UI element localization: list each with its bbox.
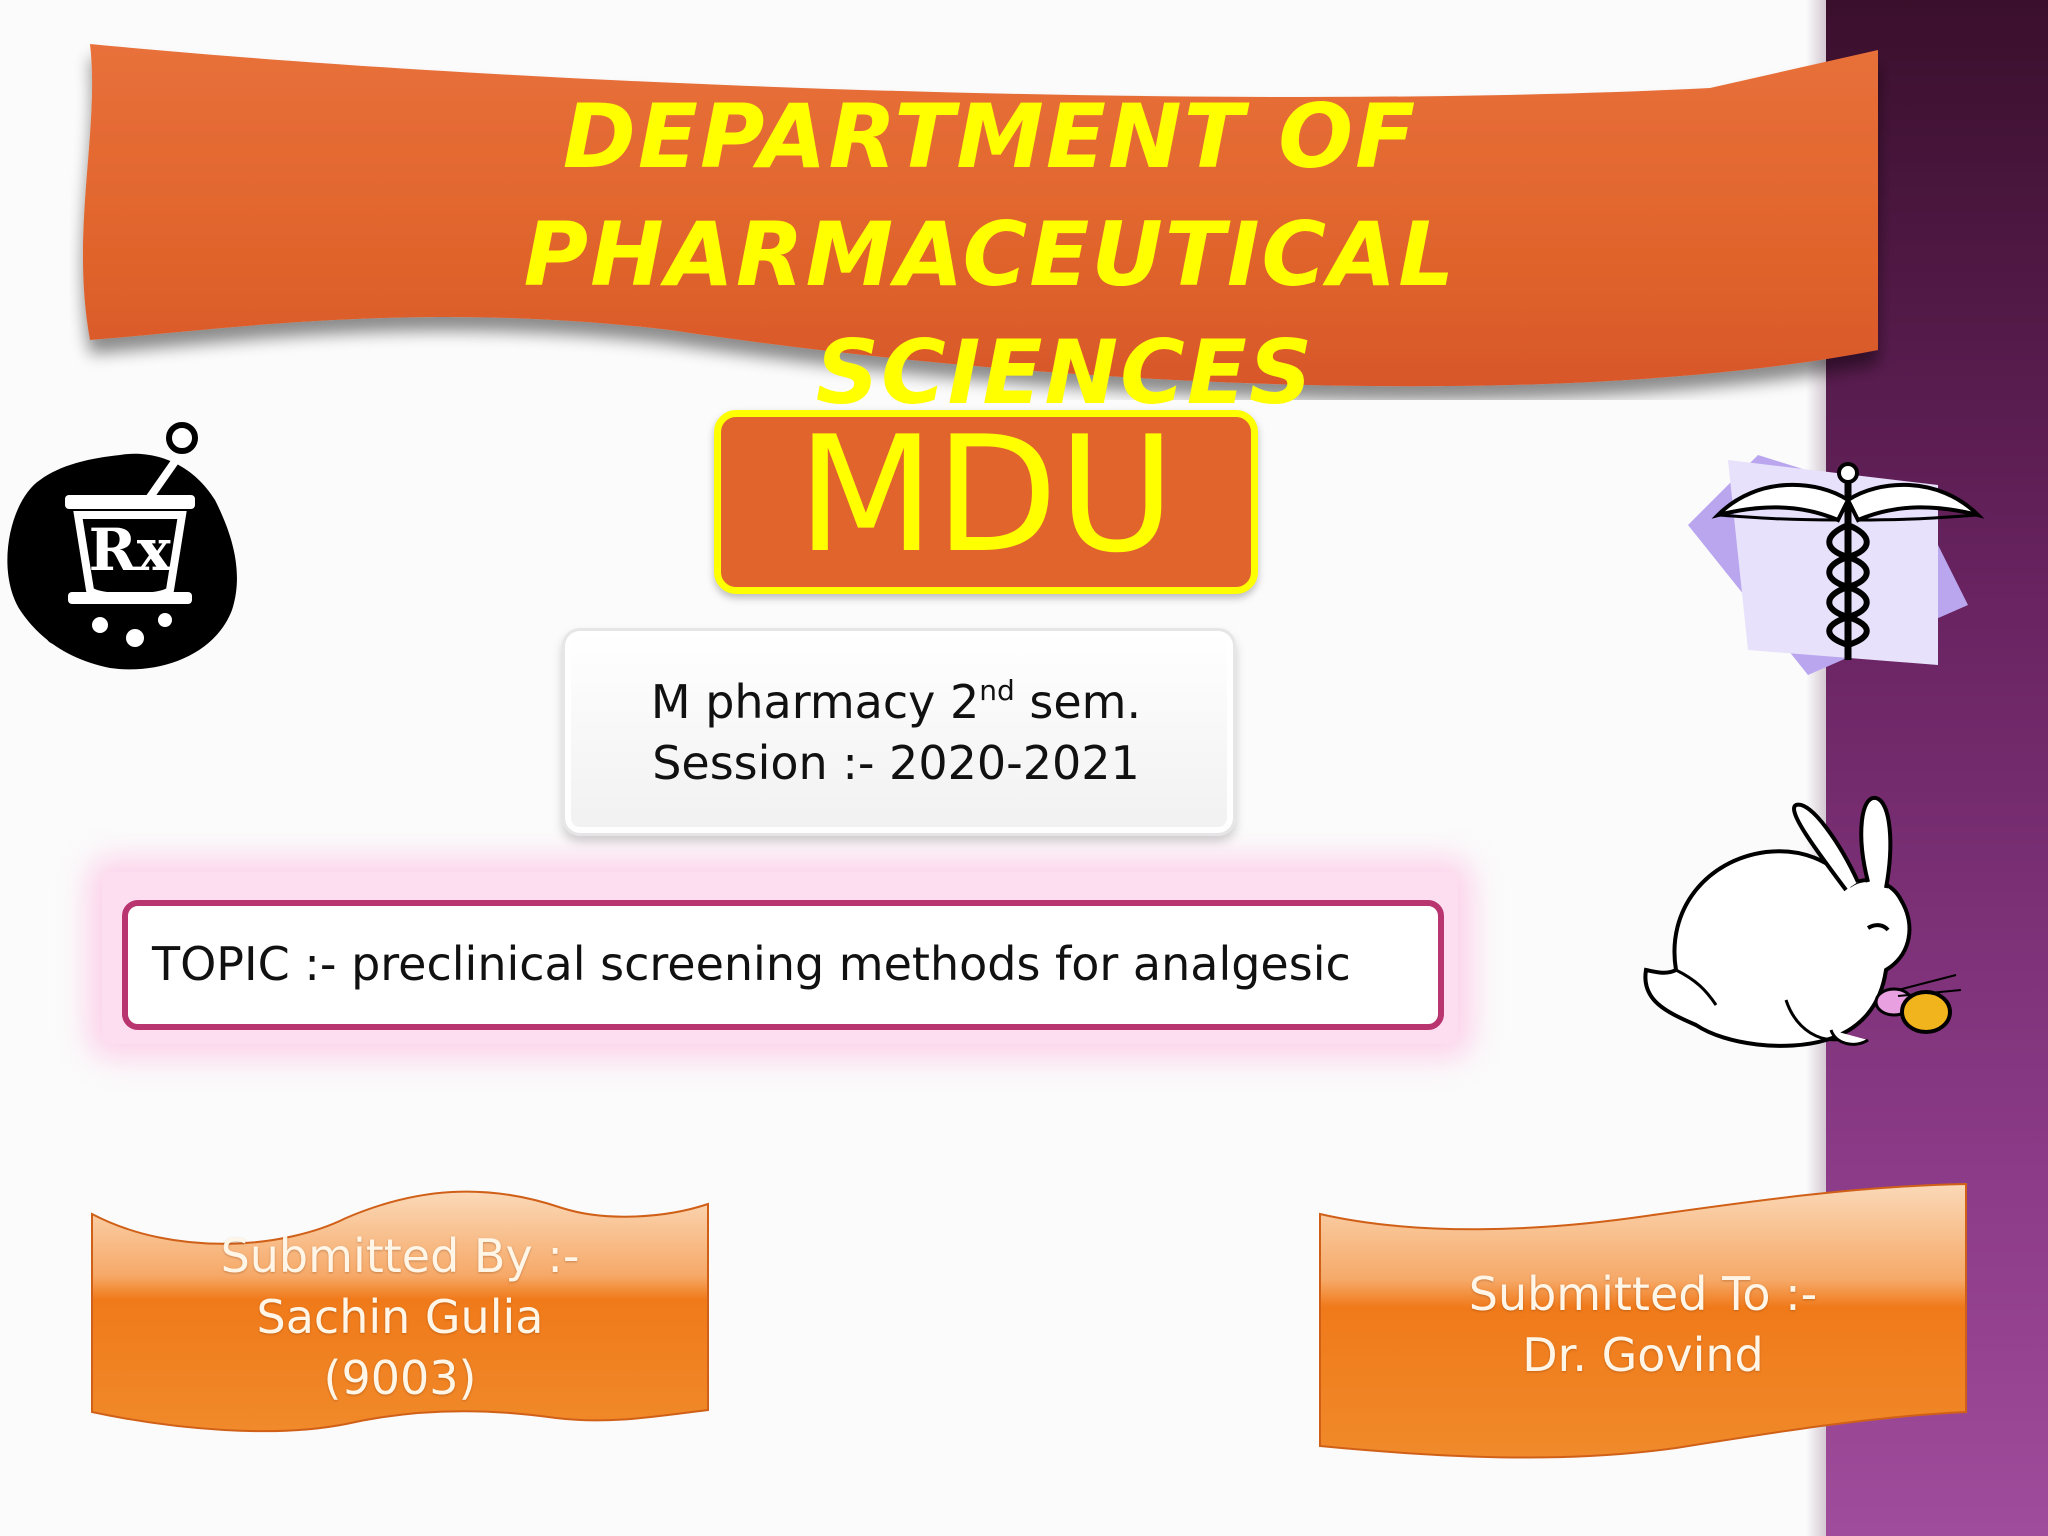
rabbit-with-egg-icon bbox=[1643, 795, 1962, 1048]
caduceus-icon bbox=[1688, 455, 1985, 675]
submitted-by-heading: Submitted By :- bbox=[220, 1229, 580, 1283]
mortar-pestle-rx-icon: Rx bbox=[7, 422, 237, 670]
submitted-by-banner bbox=[91, 1190, 709, 1433]
submitted-by-roll: (9003) bbox=[323, 1351, 477, 1405]
department-title: DEPARTMENT OF PHARMACEUTICAL SCIENCES bbox=[90, 78, 1890, 432]
course-info: M pharmacy 2nd sem. Session :- 2020-2021 bbox=[562, 672, 1230, 794]
submitted-to-name: Dr. Govind bbox=[1522, 1328, 1764, 1382]
submitted-by: Submitted By :- Sachin Gulia (9003) bbox=[86, 1226, 714, 1409]
topic-box bbox=[122, 900, 1444, 1030]
program-rest: sem. bbox=[1014, 675, 1142, 729]
rx-logo-text: Rx bbox=[89, 516, 172, 584]
submitted-to: Submitted To :- Dr. Govind bbox=[1316, 1264, 1970, 1386]
title-banner bbox=[82, 44, 1878, 387]
university-name: MDU bbox=[796, 401, 1176, 588]
program-prefix: M pharmacy 2 bbox=[650, 675, 980, 729]
program-line: M pharmacy 2nd sem. bbox=[562, 672, 1230, 733]
side-bar-shadow bbox=[1806, 0, 1828, 1536]
submitted-by-name: Sachin Gulia bbox=[256, 1290, 544, 1344]
university-badge bbox=[714, 410, 1258, 594]
submitted-to-banner bbox=[1319, 1182, 1967, 1459]
department-title-line1: DEPARTMENT OF PHARMACEUTICAL bbox=[523, 85, 1457, 306]
ordinal-suffix: nd bbox=[979, 674, 1015, 707]
course-info-box bbox=[562, 628, 1236, 836]
department-title-line2: SCIENCES bbox=[815, 321, 1315, 424]
topic-text: TOPIC :- preclinical screening methods f… bbox=[152, 937, 1351, 991]
session-line: Session :- 2020-2021 bbox=[652, 736, 1140, 790]
submitted-to-heading: Submitted To :- bbox=[1468, 1267, 1818, 1321]
